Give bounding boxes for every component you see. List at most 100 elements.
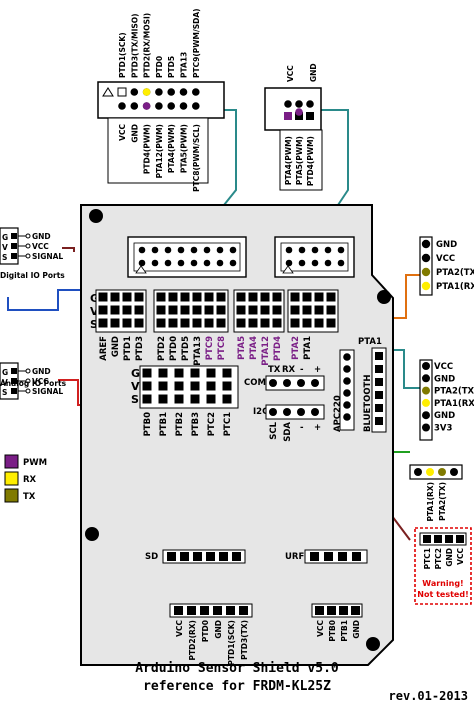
sd-external-pin [213,606,222,615]
top-left-pin-bottom [155,102,163,110]
right-small-pin [450,468,458,476]
digital-io-label: VCC [32,242,49,251]
sd-external-pin [226,606,235,615]
urf-external-pin [315,606,324,615]
right-small-label: PTA2(TX) [438,482,447,521]
board-socket-right-pin [298,259,306,267]
urf-external-pin [327,606,336,615]
board-digital-pin [259,304,271,316]
board-socket-left-pin [229,259,237,267]
digital-io-pin [11,243,17,249]
board-digital-pin [313,291,325,303]
top-left-rx-pin [142,88,151,96]
right-bottom-pin [445,535,453,543]
com-pin-label: RX [282,365,296,375]
board-socket-left-pin [177,246,185,254]
apc220-pin [343,365,351,373]
pta1-label: PTA1 [358,337,382,347]
board-gvs-label: G [90,292,99,305]
top-right-label-box [279,129,323,191]
board-digital-pin [133,304,145,316]
top-left-label-bottom: VCC [118,124,127,141]
top-left-pin-top [192,88,200,96]
urf-pin [352,552,361,561]
right-mid-label: PTA1(RX) [434,399,474,409]
sd-external-pin [187,606,196,615]
right-top-pin [421,239,431,249]
com-header [265,375,325,391]
top-left-label-top: PTD5 [167,56,176,78]
board-digital-pin [167,304,179,316]
urf-external-label: GND [352,620,361,639]
board-gvs-label: V [90,305,99,318]
right-mid-pin [422,411,430,420]
board-digital-pin [235,317,247,329]
digital-io-side: G [2,233,8,242]
board-digital-label: PTD0 [169,336,179,361]
board-socket-right-pin [337,259,345,267]
board-analog-label: PTB2 [175,412,185,437]
board-analog-pin [173,380,185,392]
board-digital-label: PTC8 [217,336,227,360]
board-digital-pin [235,304,247,316]
top-left-label-top: PTD0 [155,56,164,78]
board-digital-label: PTD4 [273,336,283,361]
right-top-label: PTA1(RX) [436,282,474,292]
board-digital-pin [203,304,215,316]
sd-pin [167,552,176,561]
sd-pin [219,552,228,561]
apc220-pin [343,389,351,397]
board-analog-label: PTB3 [191,412,201,437]
analog-io-pin [11,378,17,384]
i2c-pin [297,408,305,416]
top-left-label-bottom: PTC8(PWM/SCL) [192,124,201,192]
board-digital-label: PTD3 [135,336,145,361]
urf-label: URF [285,552,304,562]
board-digital-pin [235,291,247,303]
urf-external-pin [351,606,360,615]
digital-io-pin [11,253,17,259]
mount-hole [85,527,99,541]
warning-text: Warning! [422,579,463,588]
top-left-label-bottom: PTD4(PWM) [143,124,152,174]
digital-io-lead-end [25,233,31,239]
top-left-label-bottom: PTA5(PWM) [180,124,189,173]
board-digital-pin [97,291,109,303]
urf-external-pin [339,606,348,615]
right-mid-label: GND [434,411,455,421]
top-left-key-pin [117,87,127,97]
board-digital-pin [121,291,133,303]
right-mid-pin [422,362,430,370]
board-socket-left-pin [177,259,185,267]
urf-external-label: VCC [316,620,325,637]
sd-pin [180,552,189,561]
legend-label-rx: RX [23,475,37,485]
right-bottom-label: PTC2 [434,548,443,569]
board-digital-pin [247,317,259,329]
top-left-pin-bottom [130,102,139,110]
top-right-pin-top [295,100,303,108]
digital-io-label: SIGNAL [32,252,63,261]
board-digital-pin [155,291,167,303]
com-pin [297,379,305,387]
board-socket-right-pin [324,259,332,267]
board-digital-pin [247,304,259,316]
i2c-pin [311,408,319,416]
board-digital-pin [301,304,313,316]
analog-io-title: Analog IO Ports [0,379,67,388]
top-left-pin-bottom [167,102,175,110]
board-digital-pin [247,291,259,303]
urf-pin [338,552,347,561]
right-small-label: PTA1(RX) [426,482,435,521]
digital-io-pin [11,233,17,239]
board-digital-pin [289,304,301,316]
board-analog-pin [205,367,217,379]
top-left-key-triangle [102,87,114,97]
top-right-label-bottom: PTD4(PWM) [306,136,315,186]
right-bottom-label: GND [445,548,454,567]
board-analog-pin [189,393,201,405]
top-right-label-vcc: VCC [286,65,295,82]
right-top-label: GND [436,240,457,250]
analog-io-label: VCC [32,377,49,386]
